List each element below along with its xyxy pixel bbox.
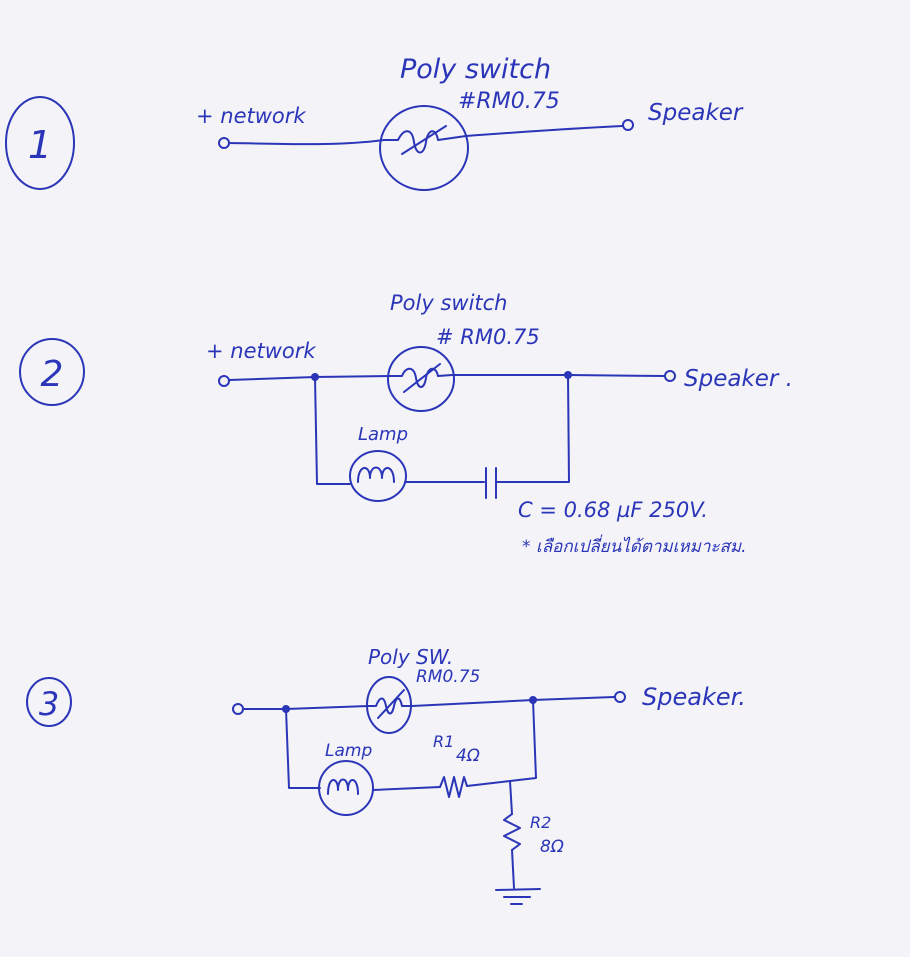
diagram-3-lamp-symbol <box>318 760 374 816</box>
diagram-3-component-title: Poly SW. <box>368 645 453 669</box>
diagram-2: 2 + network Poly switch # RM0.75 Speaker… <box>19 291 793 557</box>
diagram-2-component-title: Poly switch <box>390 291 508 315</box>
diagram-3-input-terminal <box>232 703 244 715</box>
diagram-1-input-label: + network <box>196 104 306 128</box>
diagram-1-polyswitch-slash <box>401 125 447 155</box>
diagram-3-r1-value: 4Ω <box>456 746 480 766</box>
diagram-1-output-terminal <box>622 119 634 131</box>
diagram-3-branch-left-wire <box>285 708 321 789</box>
diagram-3: 3 Poly SW. RM0.75 Speaker. Lamp R1 4Ω R2… <box>26 645 746 905</box>
diagram-2-component-part: # RM0.75 <box>436 325 540 349</box>
diagram-1-component-title: Poly switch <box>400 54 551 85</box>
diagram-2-wire-out <box>567 374 665 377</box>
diagram-2-output-terminal <box>664 370 676 382</box>
diagram-2-input-terminal <box>218 375 230 387</box>
diagram-3-output-terminal <box>614 691 626 703</box>
diagram-2-number: 2 <box>41 354 64 395</box>
diagram-2-output-label: Speaker . <box>684 366 793 392</box>
diagram-3-component-part: RM0.75 <box>416 667 480 687</box>
diagram-2-lamp-filament <box>357 466 395 483</box>
diagram-3-lamp-label: Lamp <box>325 741 372 761</box>
diagram-3-r1-name: R1 <box>433 732 454 751</box>
diagram-2-wire-in <box>228 376 316 381</box>
diagram-3-polyswitch-slash <box>377 689 405 719</box>
diagram-2-capacitor-label: C = 0.68 µF 250V. <box>518 498 708 522</box>
diagram-2-branch-right-wire <box>495 374 570 483</box>
diagram-3-wire-to-r2 <box>509 780 513 815</box>
diagram-1: 1 + network Poly switch #RM0.75 Speaker <box>5 54 744 191</box>
diagram-2-input-label: + network <box>206 339 316 363</box>
diagram-1-output-label: Speaker <box>648 100 744 126</box>
diagram-3-wire-from-switch <box>411 699 534 707</box>
diagram-3-number-circle <box>26 677 72 727</box>
diagram-3-lamp-filament <box>327 778 359 795</box>
diagram-1-wire-out <box>465 125 623 137</box>
diagram-3-resistor-r1 <box>439 776 468 798</box>
diagram-3-r2-value: 8Ω <box>540 837 564 857</box>
diagram-3-wire-out <box>532 696 615 701</box>
diagram-3-ground-line-1 <box>495 888 541 891</box>
diagram-2-number-circle <box>19 338 85 406</box>
diagram-3-resistor-r2 <box>503 813 521 851</box>
diagram-1-polyswitch-symbol <box>379 105 469 191</box>
diagram-1-input-terminal <box>218 137 230 149</box>
diagram-2-lamp-symbol <box>349 450 407 502</box>
diagram-1-wire-in <box>228 139 385 146</box>
diagram-3-r2-name: R2 <box>530 813 551 832</box>
diagram-3-wire-to-ground <box>511 849 515 889</box>
diagram-2-polyswitch-slash <box>403 363 441 393</box>
diagram-1-number-circle <box>5 96 75 190</box>
diagram-3-number: 3 <box>39 685 59 723</box>
diagram-2-branch-left-wire <box>314 376 351 485</box>
diagram-2-note: * เลือกเปลี่ยนได้ตามเหมาะสม. <box>522 534 747 557</box>
diagram-1-number: 1 <box>28 123 52 167</box>
diagram-3-output-label: Speaker. <box>642 683 746 711</box>
diagram-2-wire-to-switch <box>314 375 393 378</box>
diagram-3-wire-to-switch <box>285 705 369 710</box>
diagram-3-polyswitch-element <box>367 697 413 715</box>
diagram-3-branch-right-wire <box>466 699 537 787</box>
diagram-2-lamp-label: Lamp <box>358 424 408 445</box>
diagram-1-component-part: #RM0.75 <box>458 89 560 114</box>
diagram-2-polyswitch-symbol <box>387 346 455 412</box>
diagram-1-polyswitch-element <box>383 130 467 154</box>
diagram-3-wire-to-r1 <box>372 786 441 791</box>
